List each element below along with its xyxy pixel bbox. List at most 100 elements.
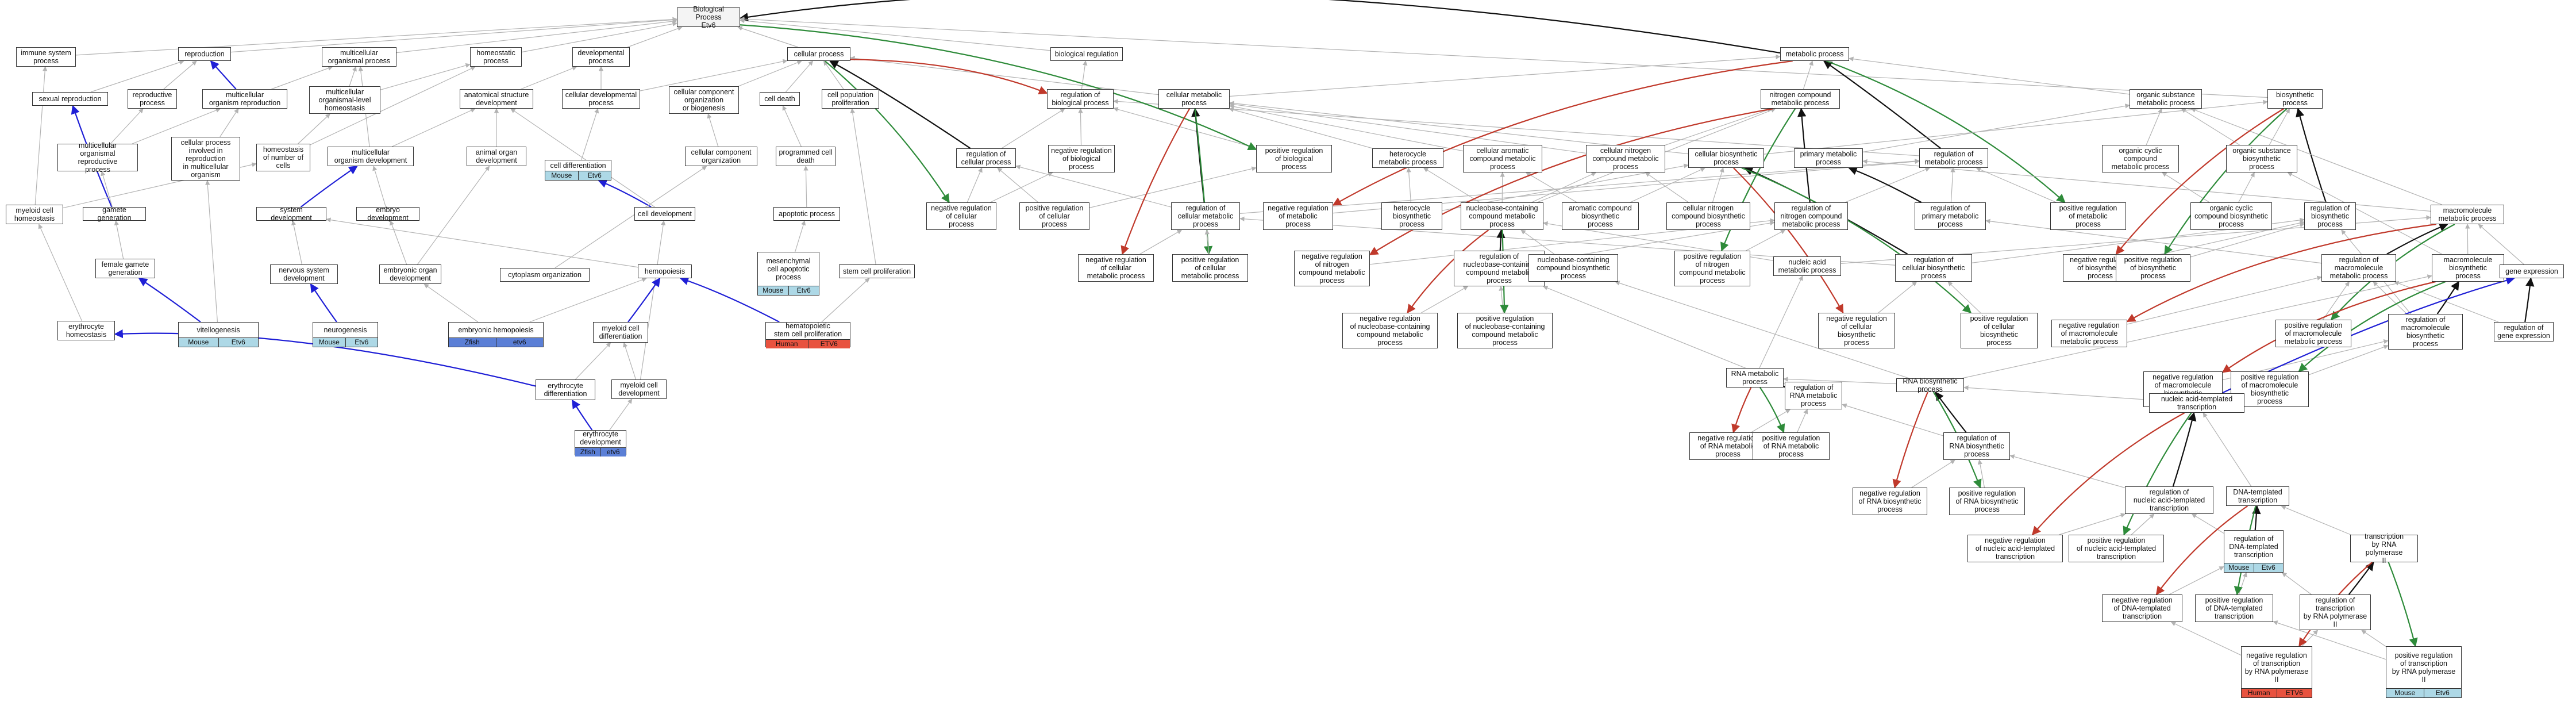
go-term-neg-reg-rna-biosyn[interactable]: negative regulation of RNA biosynthetic … — [1853, 488, 1927, 515]
go-term-pos-reg-rna-biosyn[interactable]: positive regulation of RNA biosynthetic … — [1949, 488, 2025, 515]
go-term-reg-gene-expr[interactable]: regulation of gene expression — [2494, 322, 2554, 342]
go-term-anat-struct[interactable]: anatomical structure development — [460, 89, 533, 109]
go-term-neg-reg-dna-transcr[interactable]: negative regulation of DNA-templated tra… — [2102, 594, 2182, 622]
go-term-pos-reg-rna-metab[interactable]: positive regulation of RNA metabolic pro… — [1753, 432, 1830, 460]
go-term-animal-organ-dev[interactable]: animal organ development — [467, 147, 526, 166]
go-term-pos-reg-macromol-biosyn[interactable]: positive regulation of macromolecule bio… — [2231, 371, 2309, 407]
go-term-repro-process[interactable]: reproductive process — [128, 89, 177, 109]
go-term-macromol-metab[interactable]: macromolecule metabolic process — [2431, 205, 2504, 224]
go-term-primary-metab[interactable]: primary metabolic process — [1794, 148, 1863, 168]
go-term-female-gamete[interactable]: female gamete generation — [95, 259, 155, 278]
go-term-reg-metab[interactable]: regulation of metabolic process — [1919, 148, 1988, 168]
go-term-heterocycle-biosyn[interactable]: heterocycle biosynthetic process — [1381, 202, 1442, 230]
go-term-reg-bio-process[interactable]: regulation of biological process — [1047, 89, 1114, 109]
go-term-reg-transcr-rnapol[interactable]: regulation of transcription by RNA polym… — [2300, 594, 2371, 630]
go-term-neg-reg-bio[interactable]: negative regulation of biological proces… — [1048, 145, 1115, 172]
go-term-neg-reg-cell-metab[interactable]: negative regulation of cellular metaboli… — [1078, 254, 1154, 282]
go-term-neg-reg-cellular[interactable]: negative regulation of cellular process — [926, 202, 996, 230]
go-term-embryonic-organ-dev[interactable]: embryonic organ development — [379, 264, 441, 284]
go-term-developmental[interactable]: developmental process — [572, 47, 630, 67]
go-term-cellular-process[interactable]: cellular process — [787, 47, 850, 61]
go-term-nucleic-acid-metab[interactable]: nucleic acid metabolic process — [1773, 256, 1841, 276]
go-term-pos-reg-biosyn[interactable]: positive regulation of biosynthetic proc… — [2116, 254, 2190, 282]
go-term-bio-reg[interactable]: biological regulation — [1050, 47, 1123, 61]
go-term-reg-primary-metab[interactable]: regulation of primary metabolic process — [1915, 202, 1986, 230]
go-term-cell-death[interactable]: cell death — [760, 92, 800, 106]
go-term-neg-reg-transcr-rnapol[interactable]: negative regulation of transcription by … — [2241, 646, 2312, 698]
go-term-cell-nitro-biosyn[interactable]: cellular nitrogen compound biosynthetic … — [1666, 202, 1750, 230]
go-term-reg-nucleic-transcr[interactable]: regulation of nucleic acid-templated tra… — [2125, 486, 2213, 514]
go-term-apoptotic[interactable]: apoptotic process — [773, 207, 840, 221]
go-term-macromol-biosyn[interactable]: macromolecule biosynthetic process — [2432, 254, 2504, 282]
go-term-cell-arom-metab[interactable]: cellular aromatic compound metabolic pro… — [1463, 145, 1542, 172]
go-term-erythrocyte-diff[interactable]: erythrocyte differentiation — [536, 379, 595, 400]
go-term-erythrocyte-homeo[interactable]: erythrocyte homeostasis — [57, 321, 115, 340]
go-term-pos-reg-nucleic-transcr[interactable]: positive regulation of nucleic acid-temp… — [2069, 535, 2164, 562]
go-term-immune[interactable]: immune system process — [16, 47, 76, 67]
go-term-rna-metab[interactable]: RNA metabolic process — [1726, 368, 1784, 388]
go-term-pos-reg-nucleobase-metab[interactable]: positive regulation of nucleobase-contai… — [1457, 313, 1553, 348]
go-term-cell-development[interactable]: cell development — [634, 207, 695, 221]
go-term-cell-metab[interactable]: cellular metabolic process — [1158, 89, 1230, 109]
go-term-reg-dna-transcr[interactable]: regulation of DNA-templated transcriptio… — [2224, 530, 2284, 573]
go-term-reg-nitro-metab[interactable]: regulation of nitrogen compound metaboli… — [1774, 202, 1848, 230]
go-term-org-subst-biosyn[interactable]: organic substance biosynthetic process — [2226, 145, 2297, 172]
go-term-pos-reg-macromol-metab[interactable]: positive regulation of macromolecule met… — [2275, 320, 2351, 347]
go-term-pos-reg-transcr-rnapol[interactable]: positive regulation of transcription by … — [2386, 646, 2462, 698]
go-term-system-dev[interactable]: system development — [256, 206, 326, 222]
go-term-myeloid-cell-diff[interactable]: myeloid cell differentiation — [593, 322, 648, 343]
go-term-org-cyclic-biosyn[interactable]: organic cyclic compound biosynthetic pro… — [2190, 202, 2272, 230]
go-term-org-cyclic-metab[interactable]: organic cyclic compound metabolic proces… — [2102, 145, 2179, 172]
go-term-neg-reg-cell-biosyn[interactable]: negative regulation of cellular biosynth… — [1818, 313, 1895, 348]
go-term-neg-reg-nucleobase-metab[interactable]: negative regulation of nucleobase-contai… — [1342, 313, 1438, 348]
go-term-reg-rna-biosyn[interactable]: regulation of RNA biosynthetic process — [1943, 432, 2010, 460]
go-term-cell-comp-org[interactable]: cellular component organization or bioge… — [669, 86, 739, 114]
go-term-neg-reg-nucleic-transcr[interactable]: negative regulation of nucleic acid-temp… — [1967, 535, 2063, 562]
go-term-reg-rna-metab[interactable]: regulation of RNA metabolic process — [1785, 382, 1842, 409]
go-term-reg-cell-biosyn[interactable]: regulation of cellular biosynthetic proc… — [1895, 254, 1972, 282]
go-term-pos-reg-metab[interactable]: positive regulation of metabolic process — [2050, 202, 2126, 230]
go-term-cell-nitro-metab[interactable]: cellular nitrogen compound metabolic pro… — [1586, 145, 1665, 172]
go-term-gamete-gen[interactable]: gamete generation — [83, 206, 146, 222]
go-term-cell-proc-repro[interactable]: cellular process involved in reproductio… — [171, 137, 240, 181]
go-term-nucleic-templated[interactable]: nucleic acid-templated transcription — [2149, 393, 2244, 413]
go-term-arom-biosyn[interactable]: aromatic compound biosynthetic process — [1562, 202, 1639, 230]
go-term-nucleobase-metab[interactable]: nucleobase-containing compound metabolic… — [1461, 202, 1543, 230]
go-term-pos-reg-bio[interactable]: positive regulation of biological proces… — [1256, 145, 1332, 172]
go-term-nervous-dev[interactable]: nervous system development — [270, 264, 338, 284]
go-term-prog-cell-death[interactable]: programmed cell death — [776, 147, 835, 166]
go-term-cell-dev-process[interactable]: cellular developmental process — [562, 89, 640, 109]
go-term-pos-reg-cell-biosyn[interactable]: positive regulation of cellular biosynth… — [1961, 313, 2038, 348]
go-term-myeloid-homeo[interactable]: myeloid cell homeostasis — [6, 205, 63, 224]
go-term-biosynthetic[interactable]: biosynthetic process — [2267, 89, 2323, 109]
go-term-transcr-rnapol[interactable]: transcription by RNA polymerase II — [2350, 532, 2418, 565]
go-term-homeostatic[interactable]: homeostatic process — [470, 47, 522, 67]
go-term-neg-reg-metab[interactable]: negative regulation of metabolic process — [1263, 202, 1333, 230]
go-term-embryo-dev[interactable]: embryo development — [356, 206, 419, 222]
go-term-neg-reg-nitro-metab[interactable]: negative regulation of nitrogen compound… — [1294, 251, 1370, 286]
go-term-org-subst-metab[interactable]: organic substance metabolic process — [2130, 89, 2202, 109]
go-term-reg-biosyn[interactable]: regulation of biosynthetic process — [2304, 202, 2356, 230]
go-term-neg-reg-macromol-metab[interactable]: negative regulation of macromolecule met… — [2051, 320, 2127, 347]
go-term-gene-expression[interactable]: gene expression — [2500, 264, 2564, 278]
go-term-multi-org-dev[interactable]: multicellular organism development — [328, 147, 414, 166]
go-term-reproduction[interactable]: reproduction — [178, 47, 231, 61]
go-term-dna-templated[interactable]: DNA-templated transcription — [2226, 486, 2289, 506]
go-term-hemopoiesis[interactable]: hemopoiesis — [638, 264, 692, 278]
go-term-myeloid-cell-dev[interactable]: myeloid cell development — [611, 379, 667, 399]
go-term-bp[interactable]: Biological Process Etv6 — [677, 5, 740, 29]
go-term-stem-cell-prolif[interactable]: stem cell proliferation — [839, 264, 915, 278]
go-term-reg-macromol-metab[interactable]: regulation of macromolecule metabolic pr… — [2321, 254, 2396, 282]
go-term-pos-reg-cell-metab[interactable]: positive regulation of cellular metaboli… — [1172, 254, 1248, 282]
go-term-sexual-repro[interactable]: sexual reproduction — [32, 92, 108, 106]
go-term-multi-org-repro[interactable]: multicellular organism reproduction — [202, 89, 287, 109]
go-term-metabolic[interactable]: metabolic process — [1780, 47, 1849, 61]
go-term-cell-pop-prolif[interactable]: cell population proliferation — [822, 89, 879, 109]
